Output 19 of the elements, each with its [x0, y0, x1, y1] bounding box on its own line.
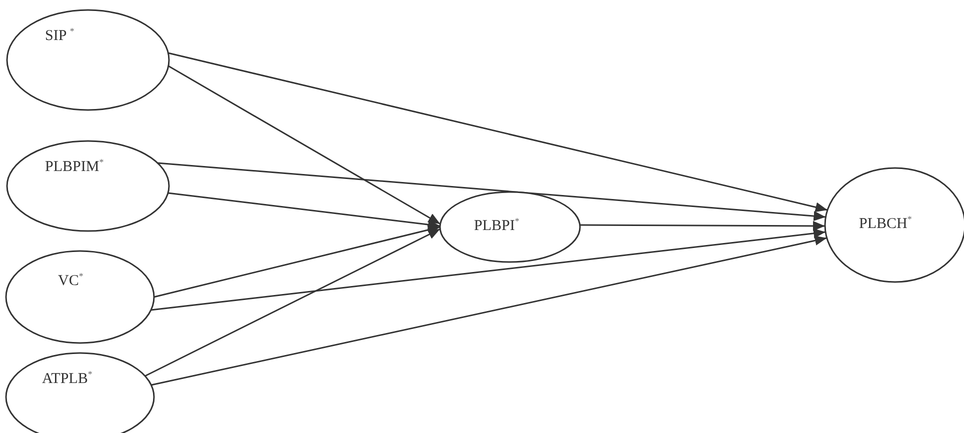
arrow: [168, 52, 828, 212]
arrow: [151, 236, 827, 386]
arrow: [580, 220, 826, 231]
ellipse-node: [440, 192, 580, 262]
arrow: [154, 225, 440, 298]
node-label: PLBCH$^{*}$: [859, 214, 912, 233]
ellipse-node: [7, 10, 169, 110]
arrow: [168, 192, 440, 230]
ellipse-node: [6, 251, 154, 343]
arrow: [168, 65, 441, 225]
arrow: [150, 228, 826, 311]
node-label: ATPLB$^{*}$: [42, 369, 92, 388]
node-label: VC$^{*}$: [58, 271, 84, 290]
arrow: [144, 228, 440, 377]
node-label: SIP $^{*}$: [45, 26, 74, 45]
arrow: [158, 162, 826, 222]
node-label: PLBPIM$^{*}$: [45, 157, 104, 176]
node-label: PLBPI$^{*}$: [474, 216, 520, 235]
ellipse-node: [7, 141, 169, 231]
